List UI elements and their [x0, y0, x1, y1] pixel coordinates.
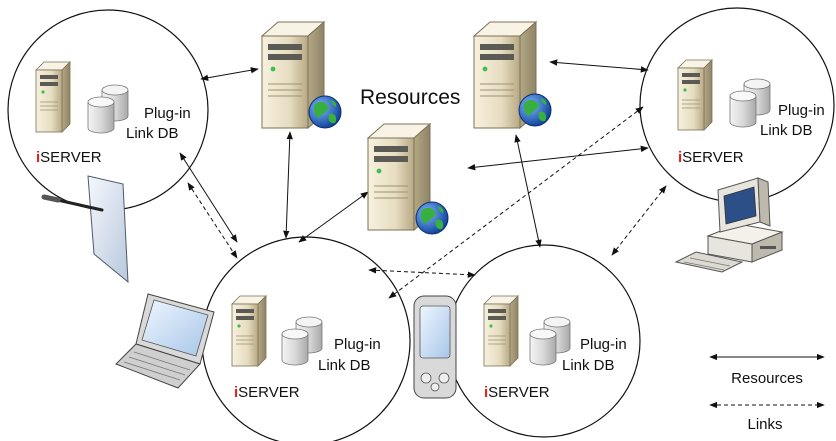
resources-center-label: Resources	[360, 86, 460, 109]
database-icon	[87, 84, 129, 134]
server-icon	[231, 295, 267, 367]
resource-server-1	[261, 21, 342, 129]
server-icon	[35, 61, 71, 133]
resource-link	[200, 67, 259, 81]
resource-link	[283, 131, 293, 239]
server-icon	[677, 59, 713, 131]
resource-link	[549, 59, 649, 73]
legend-resources-label: Resources	[731, 370, 803, 387]
link-db-label: Link DB	[126, 125, 179, 142]
iserver-node-top-left: Plug-in Link DB iSERVER	[7, 9, 209, 211]
legend: Resources Links	[709, 353, 825, 433]
desktop-computer-icon	[674, 177, 784, 273]
database-icon	[729, 78, 771, 128]
link-db-label: Link DB	[318, 357, 371, 374]
resource-link	[298, 191, 369, 243]
iserver-label: iSERVER	[234, 384, 300, 401]
plugin-label: Plug-in	[334, 336, 381, 353]
link-connection	[187, 182, 238, 259]
legend-links-label: Links	[747, 416, 782, 433]
resource-link	[514, 134, 542, 248]
globe-icon	[308, 95, 342, 129]
database-icon	[281, 316, 323, 366]
globe-icon	[415, 201, 449, 235]
link-connection	[611, 185, 667, 256]
tablet-device-icon	[41, 175, 129, 284]
resource-link	[467, 145, 649, 171]
resource-link	[179, 152, 238, 243]
plugin-label: Plug-in	[778, 102, 825, 119]
iserver-label: iSERVER	[678, 149, 744, 166]
link-db-label: Link DB	[760, 122, 813, 139]
resource-server-2	[473, 21, 552, 129]
plugin-label: Plug-in	[580, 336, 627, 353]
link-connection	[368, 267, 476, 278]
iserver-label: iSERVER	[484, 384, 550, 401]
plugin-label: Plug-in	[144, 105, 191, 122]
pda-device-icon	[413, 295, 457, 399]
iserver-label: iSERVER	[36, 149, 102, 166]
laptop-icon	[115, 293, 215, 389]
iserver-node-bottom-left: Plug-in Link DB iSERVER	[201, 236, 411, 441]
link-connection	[388, 106, 644, 299]
link-db-label: Link DB	[562, 357, 615, 374]
iserver-node-bottom-center: Plug-in Link DB iSERVER	[447, 244, 641, 438]
globe-icon	[518, 93, 552, 127]
iserver-node-top-right: Plug-in Link DB iSERVER	[639, 7, 835, 203]
server-icon	[483, 295, 519, 367]
resource-server-3	[367, 123, 449, 235]
